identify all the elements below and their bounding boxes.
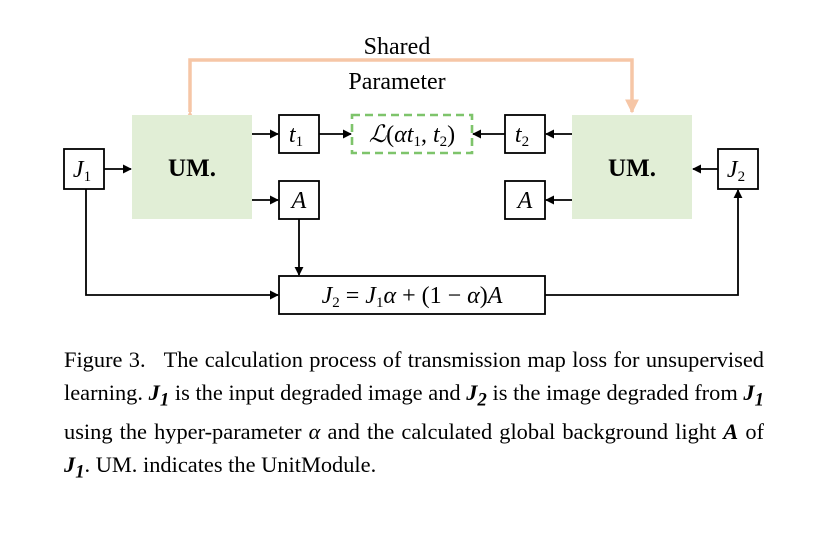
caption-j1-b: J1	[743, 379, 764, 410]
caption-label: Figure 3.	[64, 347, 146, 372]
unit-module-right-label: UM.	[608, 155, 656, 182]
a-right-box	[504, 180, 546, 220]
caption-j2: J2	[466, 379, 487, 410]
unit-module-right	[572, 115, 692, 219]
t1-label: t1	[289, 122, 303, 150]
caption-alpha: α	[308, 419, 321, 445]
unit-module-left-label: UM.	[168, 155, 216, 182]
caption-text-2: is the input degraded image and	[174, 379, 461, 405]
unit-module-left	[132, 115, 252, 219]
caption-text-1: The calculation process of transmission …	[64, 347, 765, 405]
caption-text-6: of	[745, 419, 764, 445]
caption-a: A	[723, 419, 739, 445]
caption-j1: J1	[148, 379, 170, 410]
shared-parameter-arrow	[183, 58, 639, 125]
caption-j1-c: J1	[64, 451, 85, 483]
shared-label: Shared	[364, 34, 431, 60]
parameter-label: Parameter	[348, 69, 445, 95]
t2-label: t2	[515, 122, 529, 150]
caption-text-5: and the calculated global background lig…	[327, 419, 717, 445]
formula-label: J2 = J1α + (1 − α)A	[322, 283, 503, 311]
arrow-j1-to-formula	[85, 189, 279, 300]
a-right-label: A	[516, 188, 533, 214]
t2-box	[504, 114, 546, 154]
arrow-formula-to-j2	[545, 189, 743, 296]
figure-caption: Figure 3. The calculation process of tra…	[64, 344, 764, 489]
input-j2-label: J2	[727, 157, 745, 185]
loss-box	[350, 113, 474, 155]
input-j1-box	[63, 148, 105, 190]
caption-text-3: is the image degraded from	[492, 379, 738, 405]
input-j1-label: J1	[73, 157, 91, 185]
a-left-label: A	[290, 188, 307, 214]
diagram-canvas: Shared Parameter UM. UM. J1 J2 t1 A t2 A…	[63, 34, 759, 315]
loss-label: ℒ(αt1, t2)	[369, 122, 455, 150]
caption-text-4: using the hyper-parameter	[64, 419, 302, 445]
caption-text-7: . UM. indicates the UnitModule.	[84, 451, 377, 477]
